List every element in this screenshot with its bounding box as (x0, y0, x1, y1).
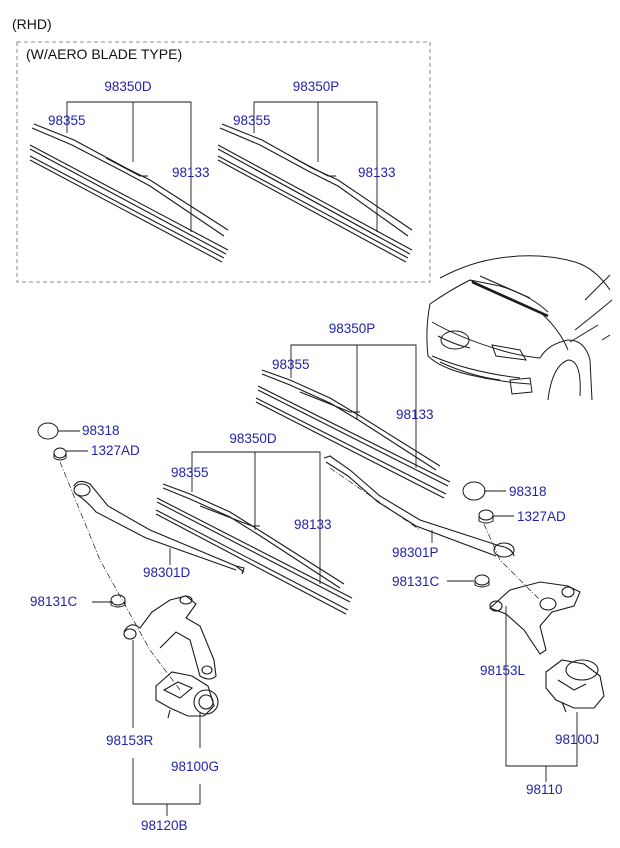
aero-blade-inset-frame (16, 41, 431, 283)
aero-blade-left-drawing (29, 123, 229, 263)
assembly-centerlines (59, 461, 541, 691)
label-leaders (58, 430, 578, 816)
part-label-aero-left-refill[interactable]: 98133 (172, 165, 210, 180)
std-right-leaders (290, 344, 417, 468)
wiper-arm-right-drawing (323, 455, 515, 558)
part-label-aero-right-assy[interactable]: 98350P (292, 79, 340, 94)
aero-blade-right-drawing (217, 123, 413, 263)
part-label-aero-left-blade[interactable]: 98355 (48, 113, 86, 128)
vehicle-front-drawing (426, 255, 613, 401)
pivot-cap-left-drawing (110, 594, 126, 608)
part-label-std-left-assy[interactable]: 98350D (229, 431, 277, 446)
std-blade-right-drawing (255, 369, 451, 499)
part-label-linkage-right[interactable]: 98153L (480, 663, 526, 678)
part-label-std-left-refill[interactable]: 98133 (294, 517, 332, 532)
part-label-std-right-blade[interactable]: 98355 (272, 357, 310, 372)
part-label-std-left-blade[interactable]: 98355 (171, 465, 209, 480)
std-left-leaders (191, 451, 321, 584)
motor-left-drawing (155, 671, 219, 719)
part-label-motor-right[interactable]: 98100J (555, 732, 600, 747)
aero-left-leaders (66, 101, 192, 232)
part-label-aero-right-refill[interactable]: 98133 (358, 165, 396, 180)
variant-label: (RHD) (12, 16, 52, 32)
part-label-aero-left-assy[interactable]: 98350D (104, 79, 152, 94)
part-label-assy-right[interactable]: 98110 (526, 782, 563, 797)
part-label-pivot-cap-right[interactable]: 98131C (392, 574, 440, 589)
std-blade-left-drawing (155, 483, 353, 615)
part-label-motor-left[interactable]: 98100G (171, 759, 220, 774)
part-label-arm-right[interactable]: 98301P (392, 545, 439, 560)
motor-right-drawing (545, 659, 605, 713)
part-label-cap-right[interactable]: 98318 (509, 484, 547, 499)
linkage-left-drawing (123, 595, 217, 680)
inset-title: (W/AERO BLADE TYPE) (26, 46, 183, 62)
cap-left-drawing (37, 422, 67, 461)
part-label-cap-left[interactable]: 98318 (82, 423, 120, 438)
part-label-std-right-assy[interactable]: 98350P (328, 321, 376, 336)
part-label-pivot-cap-left[interactable]: 98131C (30, 594, 78, 609)
part-label-nut-left[interactable]: 1327AD (91, 443, 140, 458)
part-label-arm-left[interactable]: 98301D (143, 565, 191, 580)
aero-right-leaders (253, 101, 378, 232)
part-label-nut-right[interactable]: 1327AD (517, 509, 566, 524)
part-label-assy-left[interactable]: 98120B (141, 818, 188, 833)
linkage-right-drawing (488, 581, 581, 655)
part-label-std-right-refill[interactable]: 98133 (396, 407, 434, 422)
part-label-aero-right-blade[interactable]: 98355 (233, 113, 271, 128)
wiper-arm-left-drawing (73, 480, 245, 575)
part-label-linkage-left[interactable]: 98153R (106, 733, 154, 748)
